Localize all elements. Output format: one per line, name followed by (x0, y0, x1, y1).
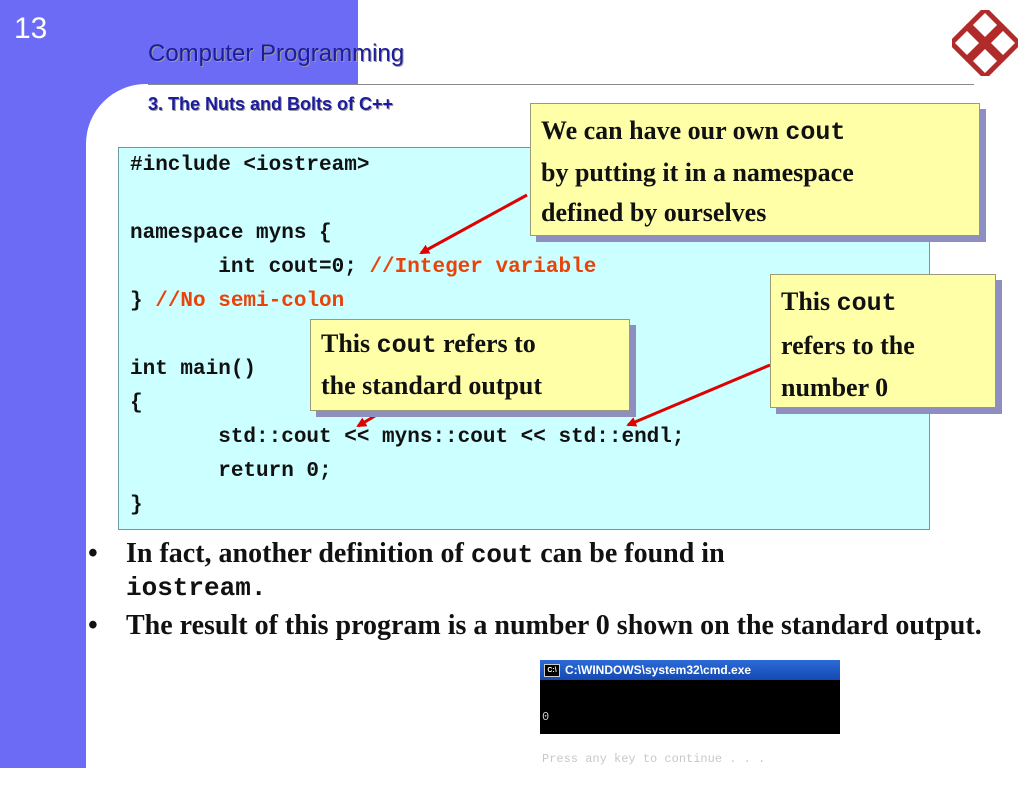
course-title: Computer Programming (148, 40, 405, 67)
console-title-bar[interactable]: C:\ C:\WINDOWS\system32\cmd.exe (540, 660, 840, 680)
left-blue-band (0, 0, 86, 768)
callout-text: This (321, 329, 377, 358)
callout-code: cout (836, 289, 897, 318)
callout-text: number 0 (781, 373, 889, 402)
callout-text: This (781, 287, 837, 316)
code-text: return 0; (130, 460, 332, 483)
console-line: 0 (542, 710, 550, 724)
callout-text: refers to the (781, 331, 915, 360)
bullet-code: iostream. (126, 573, 267, 603)
bullet-marker: • (88, 610, 98, 641)
bullet-item: • In fact, another definition of cout ca… (86, 538, 1006, 604)
bullet-text: The result of this program is a number 0… (126, 610, 982, 641)
callout-code: cout (785, 118, 846, 147)
bullet-text: can be found in (533, 538, 725, 569)
arrow-to-myns-cout (626, 363, 771, 427)
header-divider (148, 84, 974, 85)
code-text: } (130, 290, 156, 313)
code-line: } (130, 491, 143, 521)
callout-text: the standard output (321, 371, 543, 400)
code-text: { (130, 392, 143, 415)
code-text: int main() (130, 358, 257, 381)
callout-text: defined by ourselves (541, 198, 767, 227)
code-comment: //Integer variable (369, 256, 597, 279)
callout-code: cout (376, 331, 437, 360)
callout-text: by putting it in a namespace (541, 158, 854, 187)
code-text: #include <iostream> (130, 154, 370, 177)
console-output: 0 Press any key to continue . . . (540, 680, 840, 796)
console-line: Press any key to continue . . . (542, 752, 766, 766)
callout-own-cout: We can have our own cout by putting it i… (530, 103, 980, 236)
console-window: C:\ C:\WINDOWS\system32\cmd.exe 0 Press … (540, 660, 840, 766)
code-text: namespace myns { (130, 222, 332, 245)
code-text: std::cout << myns::cout << std::endl; (130, 426, 685, 449)
code-text: } (130, 494, 143, 517)
bullet-marker: • (88, 538, 98, 569)
code-text: int cout=0; (130, 256, 370, 279)
bullet-code: cout (470, 540, 534, 570)
top-blue-band (0, 0, 358, 84)
code-line: std::cout << myns::cout << std::endl; (130, 423, 685, 453)
section-title: 3. The Nuts and Bolts of C++ (148, 94, 394, 114)
arrow-to-namespace (419, 193, 528, 255)
university-logo-icon (952, 10, 1018, 76)
code-line: return 0; (130, 457, 332, 487)
callout-myns-cout: This cout refers to the number 0 (770, 274, 996, 408)
code-comment: //No semi-colon (155, 290, 345, 313)
console-icon: C:\ (544, 663, 560, 677)
callout-text: We can have our own (541, 116, 786, 145)
callout-text: refers to (436, 329, 536, 358)
bullet-list: • In fact, another definition of cout ca… (86, 538, 1006, 648)
console-title: C:\WINDOWS\system32\cmd.exe (565, 663, 752, 677)
code-line: #include <iostream> (130, 151, 369, 181)
code-line: namespace myns { (130, 219, 332, 249)
code-line: { (130, 389, 143, 419)
callout-std-cout: This cout refers to the standard output (310, 319, 630, 411)
code-line: int cout=0; //Integer variable (130, 253, 596, 283)
slide-number: 13 (14, 12, 48, 45)
bullet-text: In fact, another definition of (126, 538, 471, 569)
code-line: } //No semi-colon (130, 287, 344, 317)
code-line: int main() (130, 355, 256, 385)
bullet-item: • The result of this program is a number… (86, 610, 1006, 642)
